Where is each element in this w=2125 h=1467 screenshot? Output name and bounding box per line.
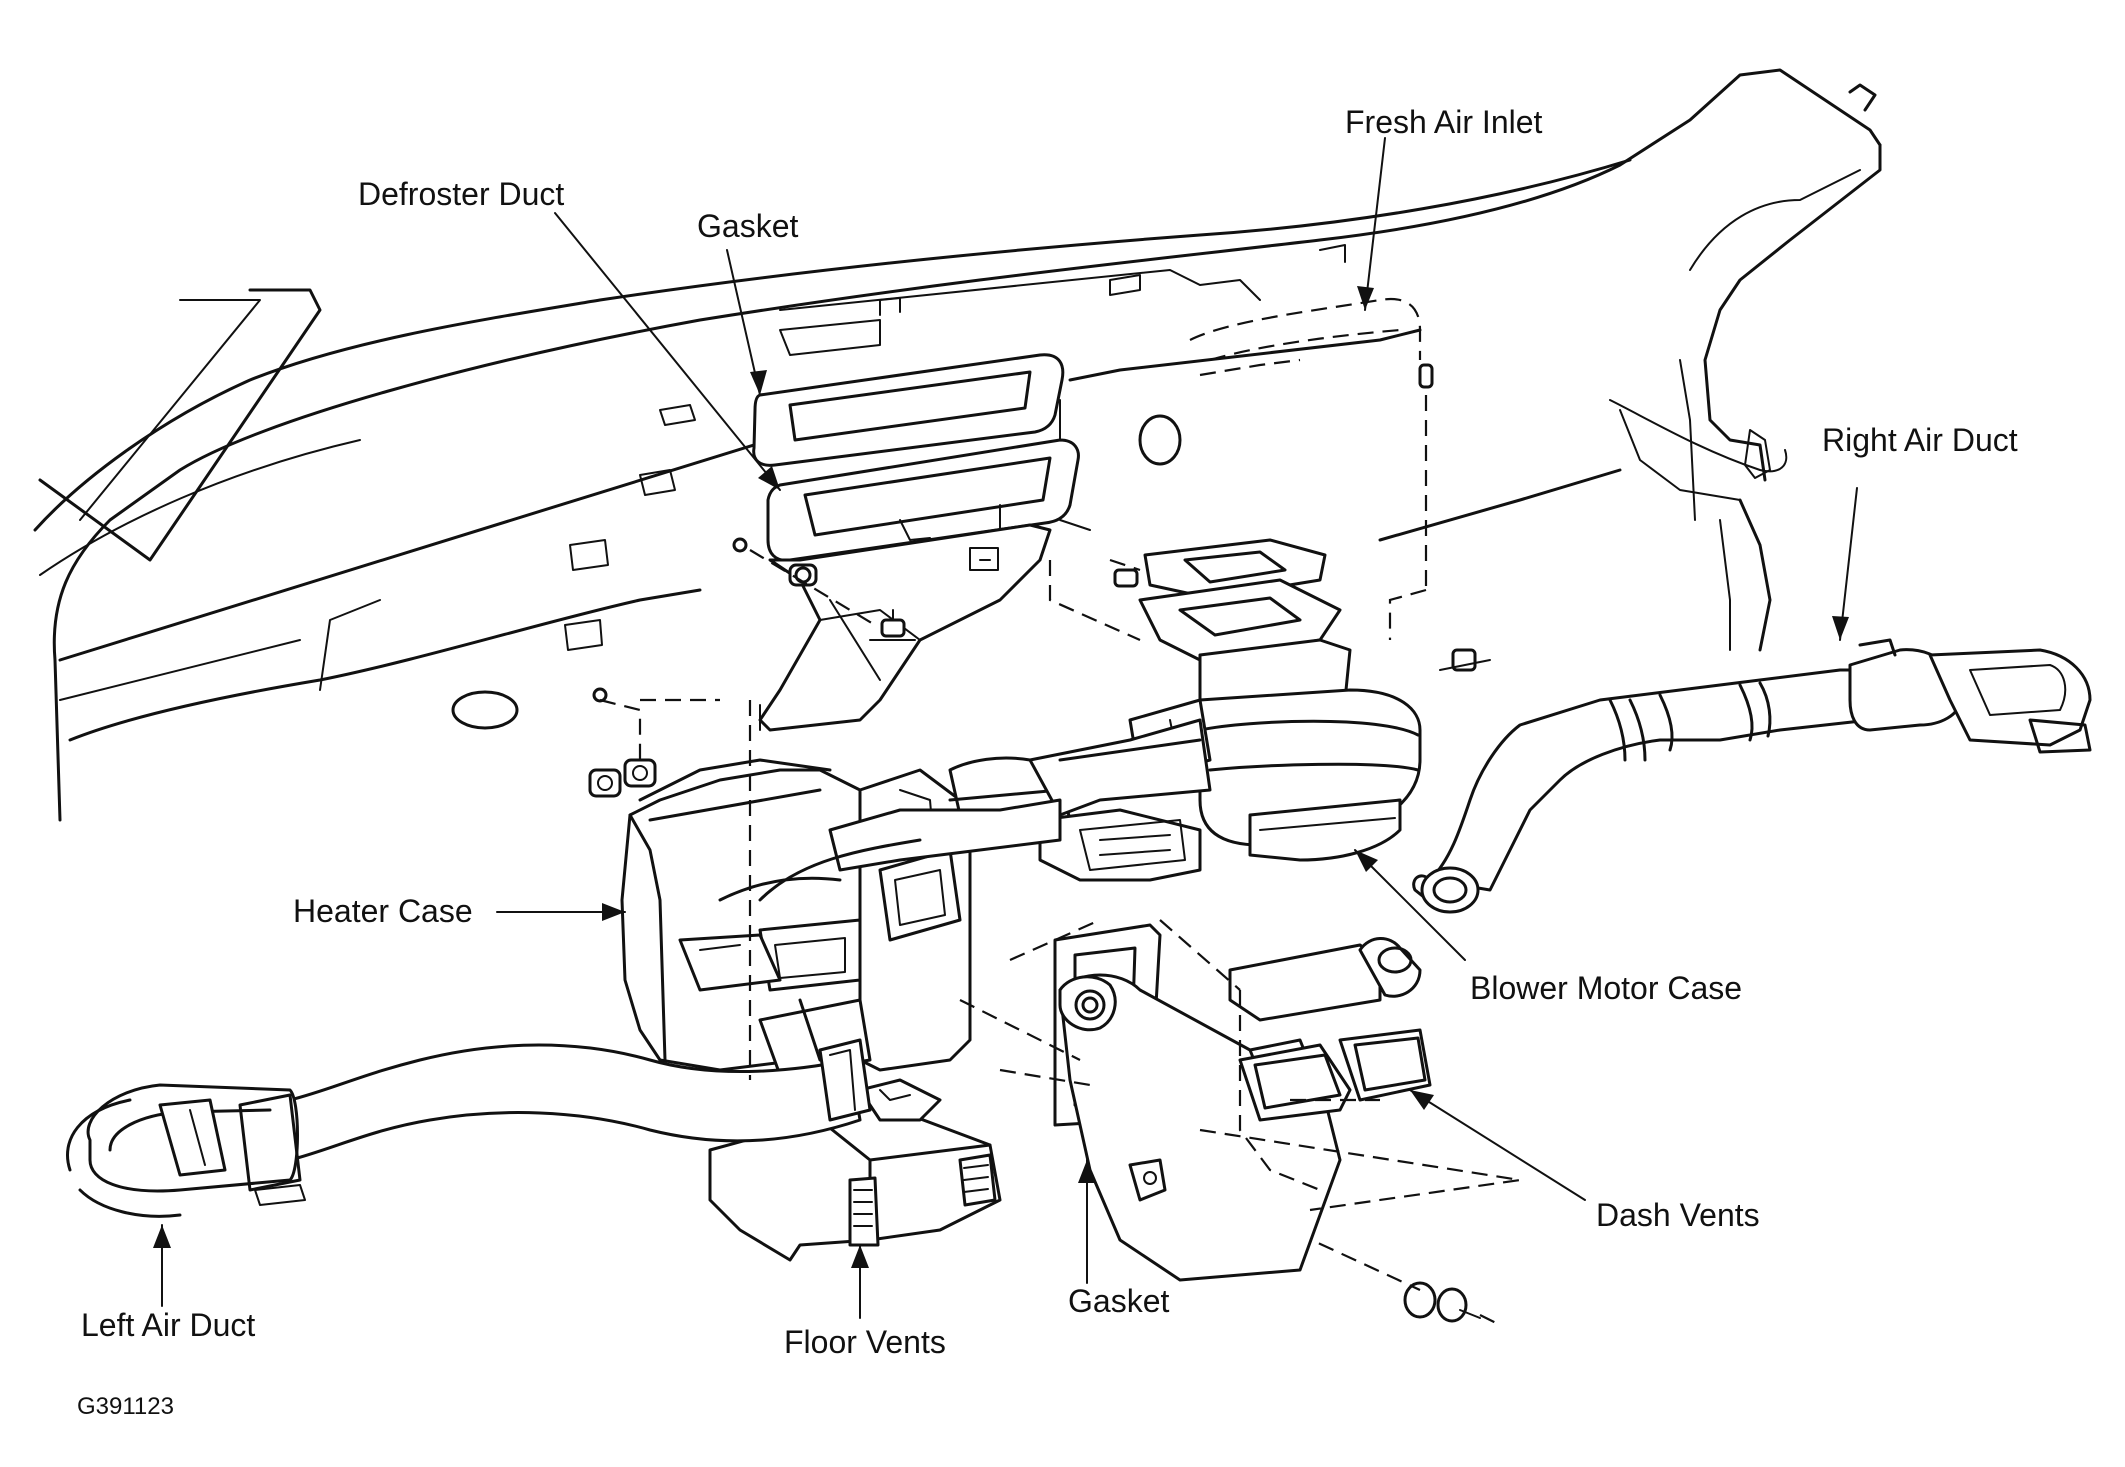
- left-air-duct-part: [66, 1038, 872, 1218]
- label-floor-vents: Floor Vents: [784, 1324, 946, 1360]
- right-air-duct-part: [1412, 638, 2092, 914]
- fasteners: [451, 537, 1501, 1326]
- label-fresh-air-inlet: Fresh Air Inlet: [1345, 104, 1543, 140]
- alignment-lines: [640, 560, 1141, 1087]
- figure-code: G391123: [77, 1393, 174, 1420]
- label-dash-vents: Dash Vents: [1596, 1197, 1760, 1233]
- label-right-air-duct: Right Air Duct: [1822, 422, 2018, 458]
- fresh-air-inlet-part: [1189, 297, 1434, 640]
- label-gasket-bottom: Gasket: [1068, 1283, 1170, 1319]
- label-gasket-top: Gasket: [697, 208, 799, 244]
- blower-motor-case-part: [1128, 538, 1422, 862]
- dash-vents-part: [1053, 919, 1521, 1282]
- label-blower-motor-case: Blower Motor Case: [1470, 970, 1743, 1006]
- label-left-air-duct: Left Air Duct: [81, 1307, 256, 1343]
- label-heater-case: Heater Case: [293, 893, 473, 929]
- defroster-duct-part: [752, 353, 1080, 732]
- label-defroster-duct: Defroster Duct: [358, 176, 565, 212]
- leader-lines: [153, 137, 1858, 1319]
